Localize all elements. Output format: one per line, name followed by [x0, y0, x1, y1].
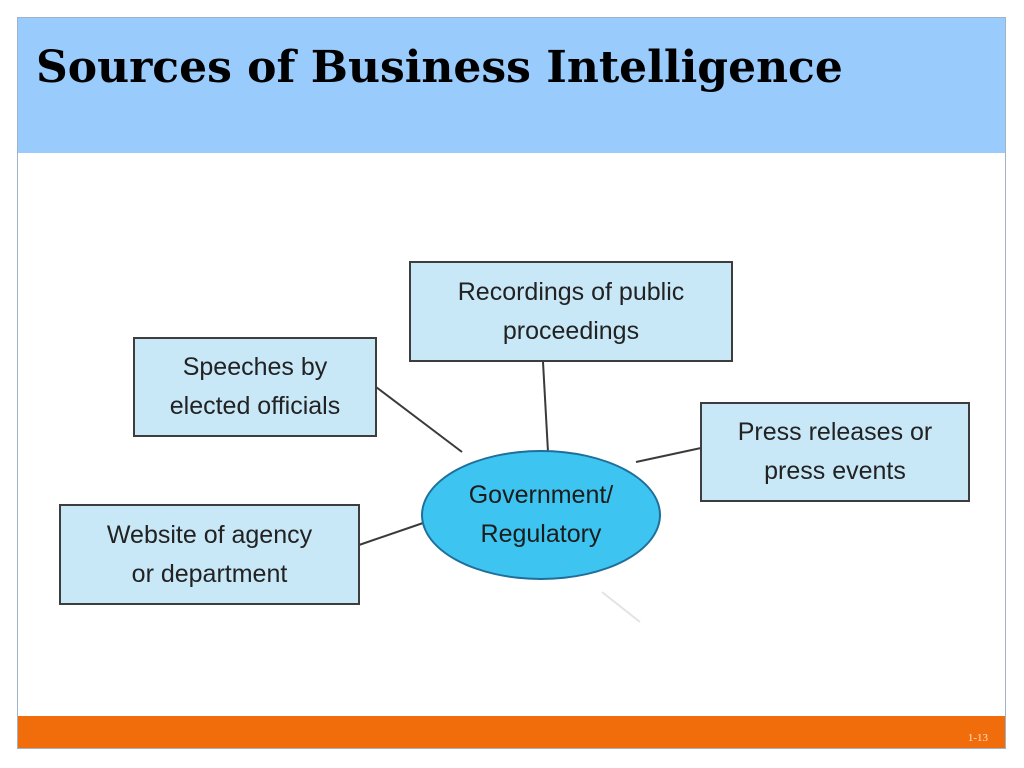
slide-number: 1-13: [967, 732, 988, 744]
connector-speeches: [375, 386, 463, 453]
hub-node: Government/ Regulatory: [421, 450, 661, 580]
slide-title: Sources of Business Intelligence: [36, 42, 843, 93]
hub-label: Government/ Regulatory: [468, 481, 614, 548]
node-website: Website of agency or department: [59, 504, 360, 605]
node-speeches-label: Speeches by elected officials: [169, 353, 341, 420]
node-press-label: Press releases or press events: [737, 418, 933, 485]
node-website-label: Website of agency or department: [106, 520, 313, 588]
node-recordings-label: Recordings of public proceedings: [457, 277, 685, 345]
title-bar: [18, 18, 1005, 153]
node-speeches: Speeches by elected officials: [133, 337, 377, 437]
node-recordings: Recordings of public proceedings: [409, 261, 733, 362]
node-press: Press releases or press events: [700, 402, 970, 502]
connector-recordings: [542, 361, 549, 453]
footer-bar: [18, 716, 1005, 748]
faint-mark: [601, 591, 641, 623]
connector-website: [358, 521, 427, 546]
connector-press: [635, 447, 702, 463]
